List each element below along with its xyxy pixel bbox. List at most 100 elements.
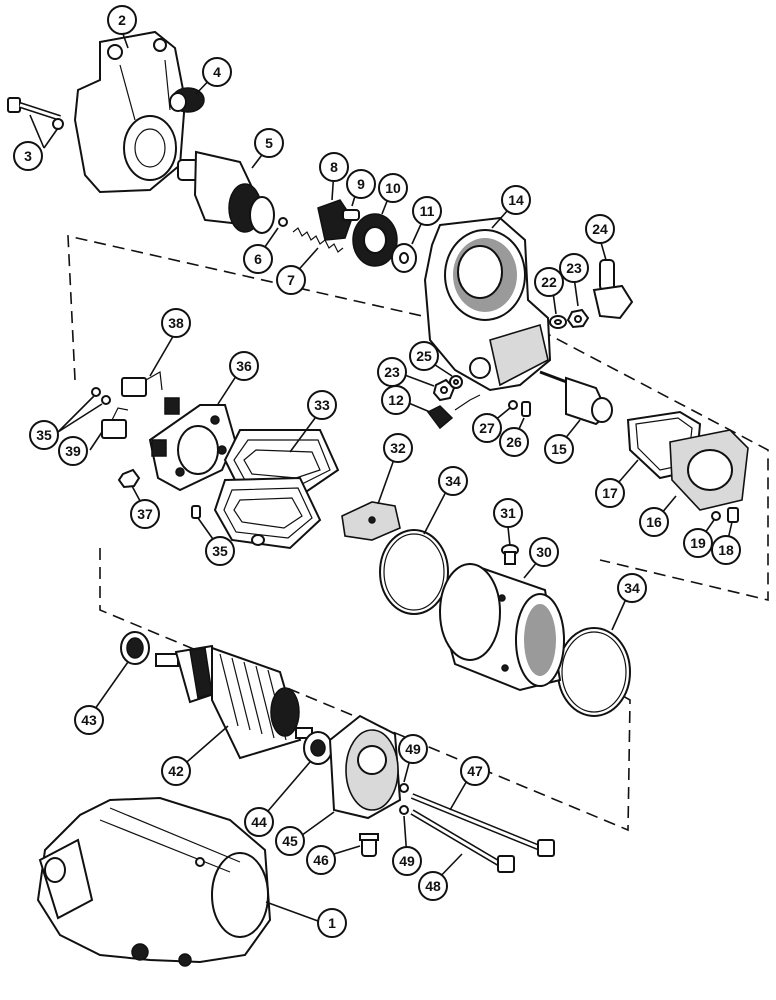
svg-text:24: 24 (592, 221, 608, 237)
through-bolt-part-47 (410, 793, 555, 857)
starter-motor-assembly-part-1 (36, 796, 272, 967)
svg-text:48: 48 (425, 878, 441, 894)
pin-part-9 (342, 209, 360, 221)
pole-shoe-part-32 (341, 501, 401, 541)
svg-text:35: 35 (212, 543, 228, 559)
svg-text:7: 7 (287, 272, 295, 288)
bearing-part-43 (120, 631, 150, 665)
svg-text:34: 34 (445, 473, 461, 489)
svg-text:37: 37 (137, 506, 153, 522)
svg-text:26: 26 (506, 434, 522, 450)
washer-part-25 (449, 375, 463, 389)
svg-text:8: 8 (330, 159, 338, 175)
svg-text:3: 3 (24, 148, 32, 164)
callout-34-right: 34 (617, 573, 647, 603)
callout-9: 9 (346, 169, 376, 199)
svg-text:11: 11 (420, 203, 435, 219)
callout-16: 16 (639, 507, 669, 537)
svg-text:23: 23 (384, 364, 400, 380)
screw-part-35-upper (101, 395, 111, 405)
svg-text:25: 25 (416, 348, 432, 364)
svg-text:44: 44 (251, 814, 267, 830)
callout-34-left: 34 (438, 466, 468, 496)
screw-part-26 (521, 401, 531, 417)
svg-text:45: 45 (282, 833, 298, 849)
callout-30: 30 (529, 537, 559, 567)
screw-part-35-lower (191, 505, 201, 519)
callout-43: 43 (74, 705, 104, 735)
o-ring-part-34-right (557, 627, 631, 717)
callout-32: 32 (383, 433, 413, 463)
callout-33: 33 (307, 390, 337, 420)
callout-17: 17 (595, 478, 625, 508)
callout-49-lower: 49 (392, 846, 422, 876)
o-ring-part-34-left (379, 529, 449, 615)
callout-18: 18 (711, 535, 741, 565)
nut-part-22 (549, 315, 567, 329)
svg-text:19: 19 (690, 535, 706, 551)
washer-part-49-upper (399, 783, 409, 793)
svg-text:27: 27 (479, 420, 495, 436)
washer-part-19 (711, 511, 721, 521)
svg-text:10: 10 (385, 180, 401, 196)
svg-text:35: 35 (36, 427, 52, 443)
callout-1: 1 (317, 908, 347, 938)
callout-39: 39 (58, 436, 88, 466)
fitting-part-24 (592, 259, 634, 320)
callout-38: 38 (161, 308, 191, 338)
svg-text:5: 5 (265, 135, 273, 151)
callout-36: 36 (229, 351, 259, 381)
callout-10: 10 (378, 173, 408, 203)
callout-14: 14 (501, 185, 531, 215)
svg-text:16: 16 (646, 514, 662, 530)
callout-35-upper: 35 (29, 420, 59, 450)
svg-text:18: 18 (718, 542, 734, 558)
callout-46: 46 (306, 845, 336, 875)
callout-25: 25 (409, 341, 439, 371)
svg-text:47: 47 (467, 763, 483, 779)
svg-text:43: 43 (81, 712, 97, 728)
callout-35-lower: 35 (205, 536, 235, 566)
svg-text:30: 30 (536, 544, 552, 560)
plunger-part-15 (539, 370, 613, 426)
callout-6: 6 (243, 244, 273, 274)
svg-text:42: 42 (168, 763, 184, 779)
callout-23-lower: 23 (377, 357, 407, 387)
callout-5: 5 (254, 128, 284, 158)
spring-part-7 (292, 227, 344, 253)
callout-44: 44 (244, 807, 274, 837)
svg-text:23: 23 (566, 260, 582, 276)
callout-19: 19 (683, 528, 713, 558)
through-bolt-part-48 (410, 809, 515, 873)
svg-text:2: 2 (118, 12, 126, 28)
fitting-part-46 (359, 833, 379, 857)
svg-text:38: 38 (168, 315, 184, 331)
bearing-part-44 (303, 731, 333, 765)
callout-23-upper: 23 (559, 253, 589, 283)
ball-part-6 (278, 217, 288, 227)
svg-text:33: 33 (314, 397, 330, 413)
svg-text:4: 4 (213, 64, 221, 80)
gear-part-10 (352, 213, 398, 267)
svg-text:6: 6 (254, 251, 262, 267)
callout-11: 11 (412, 196, 442, 226)
callout-47: 47 (460, 756, 490, 786)
svg-text:14: 14 (508, 192, 524, 208)
svg-text:46: 46 (313, 852, 329, 868)
callout-26: 26 (499, 427, 529, 457)
svg-text:49: 49 (405, 741, 421, 757)
callout-15: 15 (544, 434, 574, 464)
armature-part-42 (155, 644, 313, 760)
callout-37: 37 (130, 499, 160, 529)
svg-text:31: 31 (500, 505, 516, 521)
callout-49-upper: 49 (398, 734, 428, 764)
svg-text:39: 39 (65, 443, 81, 459)
callout-8: 8 (319, 152, 349, 182)
washer-part-49-lower (399, 805, 409, 815)
svg-text:22: 22 (541, 274, 557, 290)
svg-text:49: 49 (399, 853, 415, 869)
nut-part-23-upper (566, 308, 590, 329)
svg-text:9: 9 (357, 176, 365, 192)
dashed-group-outline-upper (67, 234, 769, 602)
